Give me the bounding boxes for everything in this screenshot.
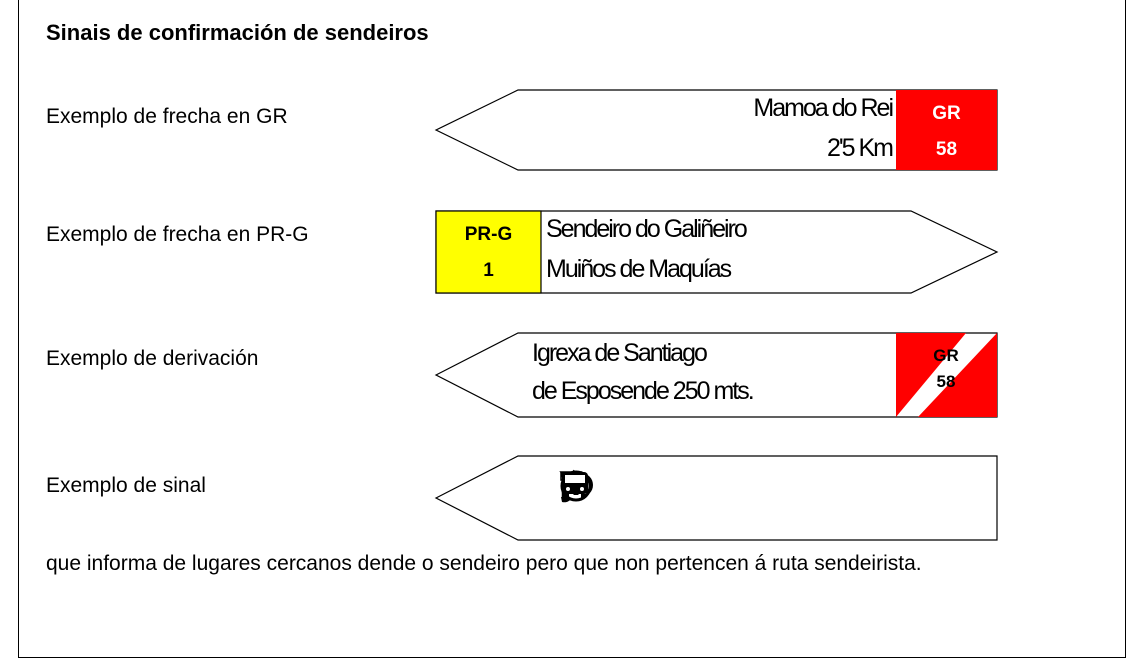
derivacion-badge: GR 58 <box>906 343 986 395</box>
derivacion-destination: Igrexa de Santiago <box>532 339 708 367</box>
gr-destination: Mamoa do Rei <box>753 94 894 122</box>
sinal-arrow-shape <box>434 455 998 541</box>
gr-arrow-sign: Mamoa do Rei 2'5 Km GR 58 <box>434 89 998 171</box>
derivacion-badge-number: 58 <box>936 372 956 391</box>
label-prg-example: Exemplo de frecha en PR-G <box>46 223 309 246</box>
prg-badge: PR-G 1 <box>436 217 541 289</box>
derivacion-badge-red-right <box>918 333 997 417</box>
gr-badge: GR 58 <box>896 96 997 168</box>
derivacion-distance: de Esposende 250 mts. <box>532 377 755 405</box>
gr-badge-bg <box>896 90 997 170</box>
sinal-arrow-sign <box>434 455 998 541</box>
gr-arrow-shape <box>434 89 998 171</box>
derivacion-arrow-shape <box>434 332 998 418</box>
prg-badge-code: PR-G <box>464 224 513 245</box>
prg-badge-number: 1 <box>483 260 494 281</box>
prg-destination: Muiños de Maquías <box>546 255 732 283</box>
gr-badge-number: 58 <box>935 139 958 160</box>
prg-badge-bg <box>435 210 542 294</box>
derivacion-arrow-sign: Igrexa de Santiago de Esposende 250 mts.… <box>434 332 998 418</box>
prg-arrow-sign: PR-G 1 Sendeiro do Galiñeiro Muiños de M… <box>435 210 999 294</box>
sinal-description: que informa de lugares cercanos dende o … <box>46 552 922 575</box>
derivacion-badge-red-left <box>896 333 966 417</box>
label-sinal-example: Exemplo de sinal <box>46 474 206 497</box>
page-title: Sinais de confirmación de sendeiros <box>46 20 429 45</box>
gr-badge-code: GR <box>932 103 961 124</box>
prg-trail-name: Sendeiro do Galiñeiro <box>546 215 748 243</box>
bus-icon <box>562 472 588 498</box>
label-gr-example: Exemplo de frecha en GR <box>46 105 288 128</box>
prg-arrow-shape <box>435 210 999 294</box>
page-frame <box>18 0 1126 658</box>
gr-distance: 2'5 Km <box>826 134 894 162</box>
derivacion-badge-code: GR <box>933 346 959 365</box>
label-derivacion-example: Exemplo de derivación <box>46 347 259 370</box>
